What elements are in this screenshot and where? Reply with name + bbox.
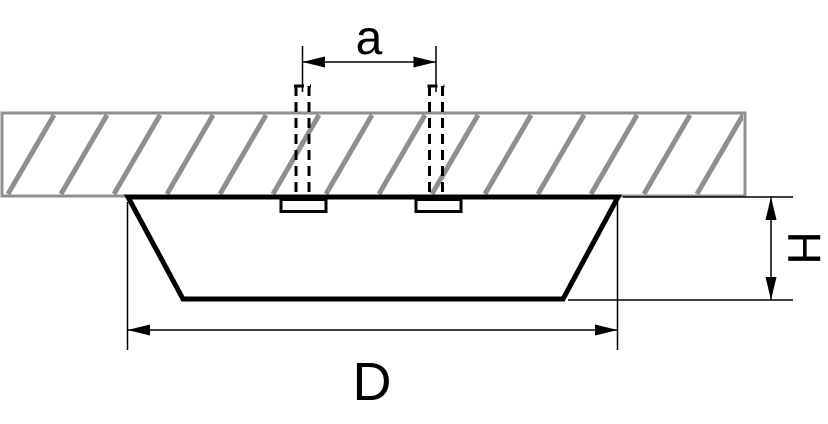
fixture	[123, 194, 623, 302]
dimension-a: a	[301, 12, 437, 92]
hatch-line	[694, 114, 743, 195]
ceiling-slab-body	[0, 111, 747, 198]
arrowhead-top	[765, 197, 777, 220]
hatch-line	[111, 114, 163, 195]
mounting-clip-left	[279, 198, 328, 213]
arrowhead-right	[595, 324, 618, 336]
mounting-clip-right	[414, 198, 463, 213]
hatch-line	[164, 114, 216, 195]
arrowhead-bottom	[765, 277, 777, 300]
hatch-line	[641, 114, 693, 195]
hatch-line	[376, 114, 428, 195]
dimension-h-label: H	[778, 231, 828, 264]
hatch-line	[588, 114, 640, 195]
ceiling-slab	[0, 111, 747, 198]
hatch-line	[5, 114, 57, 195]
ceiling-hatch	[5, 114, 743, 195]
hatch-line	[323, 114, 375, 195]
hatch-line	[217, 114, 269, 195]
arrowhead-left	[302, 56, 325, 68]
hatch-line	[535, 114, 587, 195]
arrowhead-right	[413, 56, 436, 68]
hatch-line	[482, 114, 534, 195]
dimension-d: D	[126, 202, 619, 412]
arrowhead-left	[127, 324, 150, 336]
dimension-h: H	[568, 196, 828, 301]
dimension-d-label: D	[353, 352, 392, 412]
hatch-line	[429, 114, 481, 195]
hatch-line	[58, 114, 110, 195]
fixture-body	[123, 194, 623, 302]
dimension-a-label: a	[356, 12, 383, 65]
